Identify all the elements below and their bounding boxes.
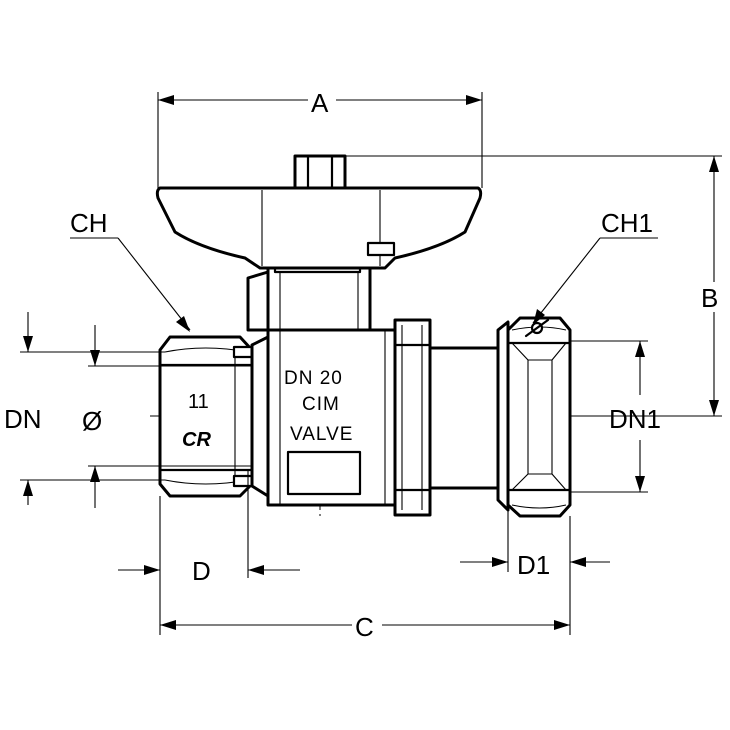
dimension-d: D xyxy=(118,470,300,586)
dimension-d-label: D xyxy=(192,556,211,586)
leader-ch1: CH1 xyxy=(532,208,658,325)
dimension-c: C xyxy=(159,496,571,642)
right-body-hex xyxy=(393,318,432,517)
left-neck xyxy=(250,335,270,498)
dimension-diameter: Ø xyxy=(82,325,252,508)
valve-body: DN 20 CIM VALVE xyxy=(266,328,397,507)
dimension-d1-label: D1 xyxy=(517,550,550,580)
body-marking-type: VALVE xyxy=(290,424,353,445)
dimension-b-label: B xyxy=(701,283,718,313)
dimension-c-label: C xyxy=(355,612,374,642)
dimension-a-label: A xyxy=(311,88,329,118)
left-hex-nut: 11 CR xyxy=(158,335,254,498)
leader-ch: CH xyxy=(70,208,191,332)
dimension-a: A xyxy=(157,86,483,188)
hex-logo: CR xyxy=(182,429,211,451)
handle-nut xyxy=(293,154,347,190)
dimension-dn-label: DN xyxy=(4,404,42,434)
leader-ch1-label: CH1 xyxy=(601,208,653,238)
dimension-dn1-label: DN1 xyxy=(609,404,661,434)
dimension-b: B xyxy=(345,155,728,417)
body-marking-brand: CIM xyxy=(302,394,340,415)
leader-ch-label: CH xyxy=(70,208,108,238)
connecting-pipe xyxy=(428,346,502,490)
body-marking-size: DN 20 xyxy=(284,368,343,389)
butterfly-handle xyxy=(155,186,483,270)
dimension-dn1: DN1 xyxy=(570,340,661,493)
valve-stem xyxy=(246,258,372,332)
hex-size-number: 11 xyxy=(188,391,209,413)
dimension-d1: D1 xyxy=(460,505,610,580)
right-union-nut xyxy=(496,316,572,518)
dimension-diameter-label: Ø xyxy=(82,406,102,436)
